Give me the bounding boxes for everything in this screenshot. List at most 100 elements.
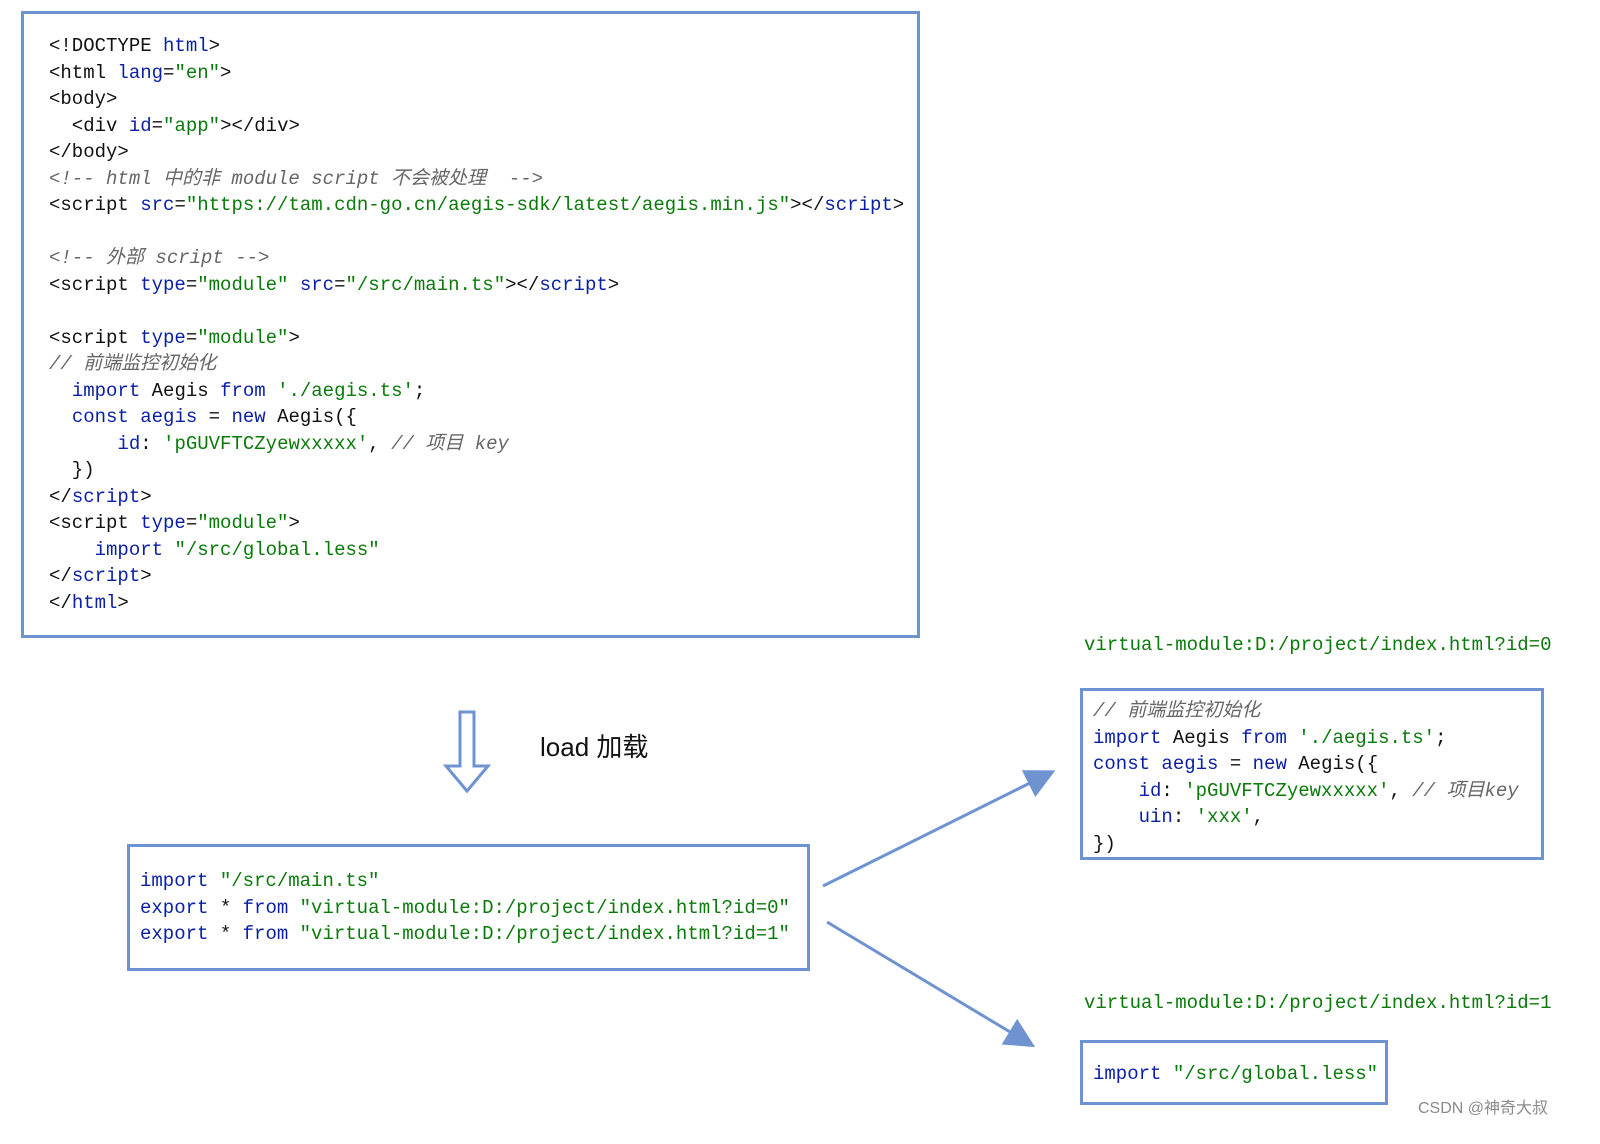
code-token: new	[231, 406, 266, 428]
code-token: Aegis({	[1286, 753, 1379, 775]
code-token: './aegis.ts'	[277, 379, 414, 402]
virtual-module-0-code: // 前端监控初始化 import Aegis from './aegis.ts'…	[1093, 698, 1519, 857]
code-token: ;	[1435, 726, 1447, 749]
code-line: id: 'pGUVFTCZyewxxxxx', // 项目key	[1093, 778, 1519, 805]
code-token: './aegis.ts'	[1298, 726, 1436, 749]
code-line: <script type="module" src="/src/main.ts"…	[49, 272, 904, 299]
code-token: // 前端监控初始化	[1093, 700, 1261, 722]
code-token: // 项目 key	[391, 432, 509, 455]
code-token	[1161, 1063, 1172, 1085]
load-down-arrow-icon	[442, 710, 492, 794]
code-token: export	[140, 923, 209, 945]
code-token: <body>	[49, 88, 118, 110]
entry-module-box: import "/src/main.ts"export * from "virt…	[127, 844, 810, 971]
csdn-watermark: CSDN @神奇大叔	[1418, 1100, 1549, 1117]
code-token: from	[1241, 726, 1287, 749]
code-line: })	[49, 457, 904, 484]
code-token: <div	[49, 114, 129, 137]
code-token: <script	[49, 512, 141, 534]
code-token	[1287, 727, 1298, 749]
code-token: id	[117, 432, 141, 455]
entry-module-code: import "/src/main.ts"export * from "virt…	[140, 868, 790, 948]
code-line: </script>	[49, 563, 904, 590]
code-token: ></	[790, 194, 825, 216]
code-token: </body>	[49, 141, 129, 163]
code-token: id	[1138, 779, 1162, 802]
code-token: <script	[49, 326, 141, 349]
code-token: ,	[1389, 779, 1413, 802]
code-token: <!-- html 中的非 module script 不会被处理 -->	[49, 167, 544, 190]
code-token: from	[242, 896, 289, 919]
code-token: "virtual-module:D:/project/index.html?id…	[299, 923, 790, 945]
code-token: >	[892, 194, 905, 216]
virtual-module-1-box: import "/src/global.less"	[1080, 1040, 1388, 1105]
code-token	[288, 923, 299, 945]
code-token: 'pGUVFTCZyewxxxxx'	[163, 432, 369, 455]
code-token: ,	[368, 432, 392, 455]
code-line: <div id="app"></div>	[49, 113, 904, 140]
code-token	[1150, 753, 1161, 775]
code-token: script	[539, 273, 608, 296]
code-line: <!DOCTYPE html>	[49, 33, 904, 60]
code-token: from	[242, 923, 289, 945]
code-token: =	[151, 114, 164, 137]
code-token: import	[94, 538, 164, 561]
code-token: export	[140, 896, 209, 919]
code-line: <!-- html 中的非 module script 不会被处理 -->	[49, 166, 904, 193]
code-token: Aegis	[140, 379, 221, 402]
code-line: <script src="https://tam.cdn-go.cn/aegis…	[49, 192, 904, 219]
code-token: import	[1093, 1063, 1162, 1085]
code-token: =	[185, 273, 198, 296]
html-source-box: <!DOCTYPE html><html lang="en"><body> <d…	[21, 11, 920, 638]
code-token: "/src/global.less"	[1172, 1063, 1379, 1085]
code-token: "/src/main.ts"	[345, 273, 506, 296]
code-token: =	[185, 512, 198, 534]
code-token	[1093, 806, 1139, 828]
virtual-module-0-label: virtual-module:D:/project/index.html?id=…	[1084, 634, 1552, 656]
code-token: >	[208, 35, 221, 57]
virtual-module-0-box: // 前端监控初始化 import Aegis from './aegis.ts'…	[1080, 688, 1544, 860]
code-token: html	[163, 35, 209, 57]
code-token: "/src/global.less"	[174, 538, 380, 561]
code-token: const	[1093, 753, 1151, 775]
code-token: >	[220, 61, 232, 84]
code-line: // 前端监控初始化	[49, 351, 904, 378]
code-token: type	[140, 326, 186, 349]
virtual-module-1-label: virtual-module:D:/project/index.html?id=…	[1084, 992, 1552, 1014]
code-token: src	[140, 194, 175, 216]
code-token: script	[71, 485, 141, 508]
code-token: <!DOCTYPE	[49, 35, 164, 57]
code-token: >	[288, 326, 300, 349]
code-token: import	[71, 379, 141, 402]
code-token: ,	[1252, 806, 1265, 828]
code-token: script	[824, 194, 893, 216]
code-token: </	[49, 565, 72, 587]
code-token: =	[1218, 753, 1253, 775]
code-line: <!-- 外部 script -->	[49, 245, 904, 272]
code-token: // 项目key	[1412, 779, 1519, 802]
virtual-module-1-code: import "/src/global.less"	[1093, 1061, 1378, 1088]
code-token: ;	[413, 379, 426, 402]
code-token: "https://tam.cdn-go.cn/aegis-sdk/latest/…	[185, 194, 791, 216]
code-token: Aegis	[1161, 726, 1242, 749]
code-token: "/src/main.ts"	[219, 870, 380, 892]
code-line: </html>	[49, 590, 904, 617]
code-token: html	[71, 591, 118, 614]
code-token: aegis	[140, 406, 198, 428]
code-token: 'pGUVFTCZyewxxxxx'	[1184, 779, 1390, 802]
code-token: <script	[49, 273, 141, 296]
code-token: import	[1093, 726, 1162, 749]
code-token: type	[140, 512, 186, 534]
code-line: // 前端监控初始化	[1093, 698, 1519, 725]
code-token: "module"	[197, 326, 289, 349]
code-token: *	[208, 896, 243, 919]
code-token: "app"	[163, 114, 221, 137]
code-line: uin: 'xxx',	[1093, 804, 1519, 831]
code-token: =	[197, 406, 232, 428]
code-line: </body>	[49, 139, 904, 166]
code-token: :	[140, 432, 164, 455]
code-token	[288, 897, 299, 919]
code-token: })	[1093, 832, 1116, 855]
code-token: </	[49, 591, 72, 614]
code-line: id: 'pGUVFTCZyewxxxxx', // 项目 key	[49, 431, 904, 458]
